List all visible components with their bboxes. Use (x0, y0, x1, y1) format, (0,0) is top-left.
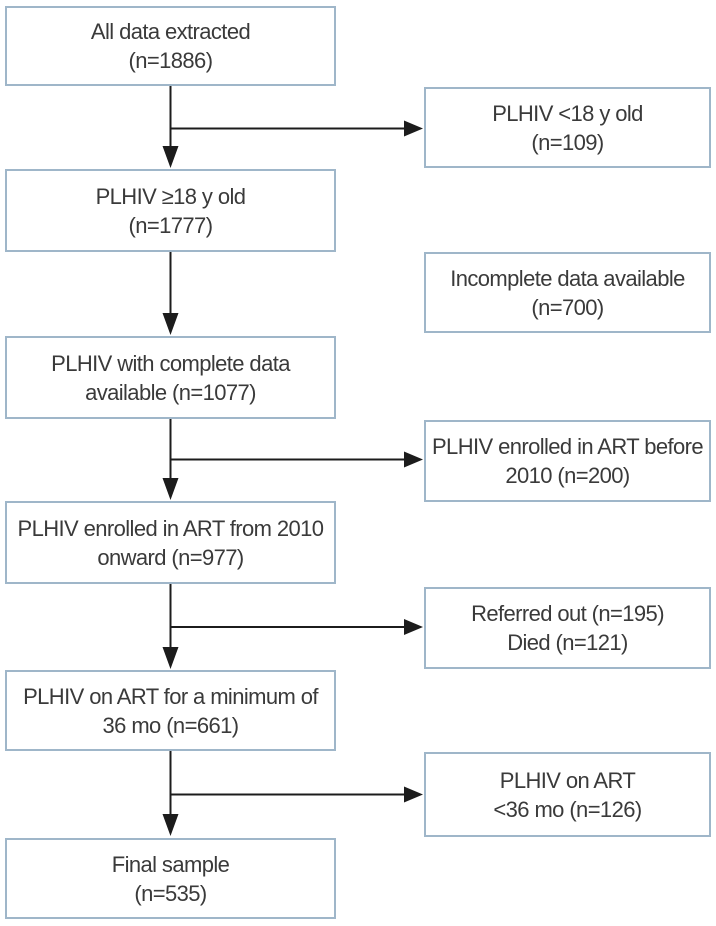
arrow-adults-to-complete-data (162, 252, 179, 335)
arrow-extracted-to-adults (162, 86, 179, 168)
arrow-on-art-to-final (162, 751, 179, 836)
step-box-final-sample: Final sample (n=535) (5, 838, 336, 919)
arrow-enrolled-to-on-art-36mo (162, 584, 179, 669)
arrowhead-down-icon (162, 478, 179, 500)
step-box-complete-data: PLHIV with complete data available (n=10… (5, 336, 336, 419)
step-box-all-data-extracted: All data extracted (n=1886) (5, 6, 336, 86)
branch-arrow-on-art-under-36mo (170, 786, 423, 803)
step-box-adults-18plus: PLHIV ≥18 y old (n=1777) (5, 169, 336, 252)
arrowhead-right-icon (404, 619, 423, 635)
arrow-complete-to-enrolled-2010 (162, 419, 179, 500)
step-box-on-art-36mo: PLHIV on ART for a minimum of 36 mo (n=6… (5, 670, 336, 751)
branch-arrow-excluded-under-18 (170, 120, 423, 137)
exclusion-box-enrolled-before-2010: PLHIV enrolled in ART before 2010 (n=200… (424, 420, 711, 502)
branch-arrow-enrolled-before-2010 (170, 451, 423, 468)
exclusion-box-art-under-36mo: PLHIV on ART <36 mo (n=126) (424, 752, 711, 837)
exclusion-box-referred-or-died: Referred out (n=195) Died (n=121) (424, 587, 711, 669)
arrowhead-down-icon (162, 146, 179, 168)
exclusion-box-incomplete-data: Incomplete data available (n=700) (424, 252, 711, 333)
branch-arrow-referred-died (170, 619, 423, 635)
arrowhead-right-icon (404, 451, 423, 468)
arrowhead-down-icon (162, 814, 179, 836)
exclusion-box-under-18: PLHIV <18 y old (n=109) (424, 87, 711, 168)
step-box-enrolled-2010-onward: PLHIV enrolled in ART from 2010 onward (… (5, 501, 336, 584)
arrowhead-down-icon (162, 647, 179, 669)
arrowhead-down-icon (162, 313, 179, 335)
arrowhead-right-icon (404, 120, 423, 137)
arrowhead-right-icon (404, 786, 423, 803)
